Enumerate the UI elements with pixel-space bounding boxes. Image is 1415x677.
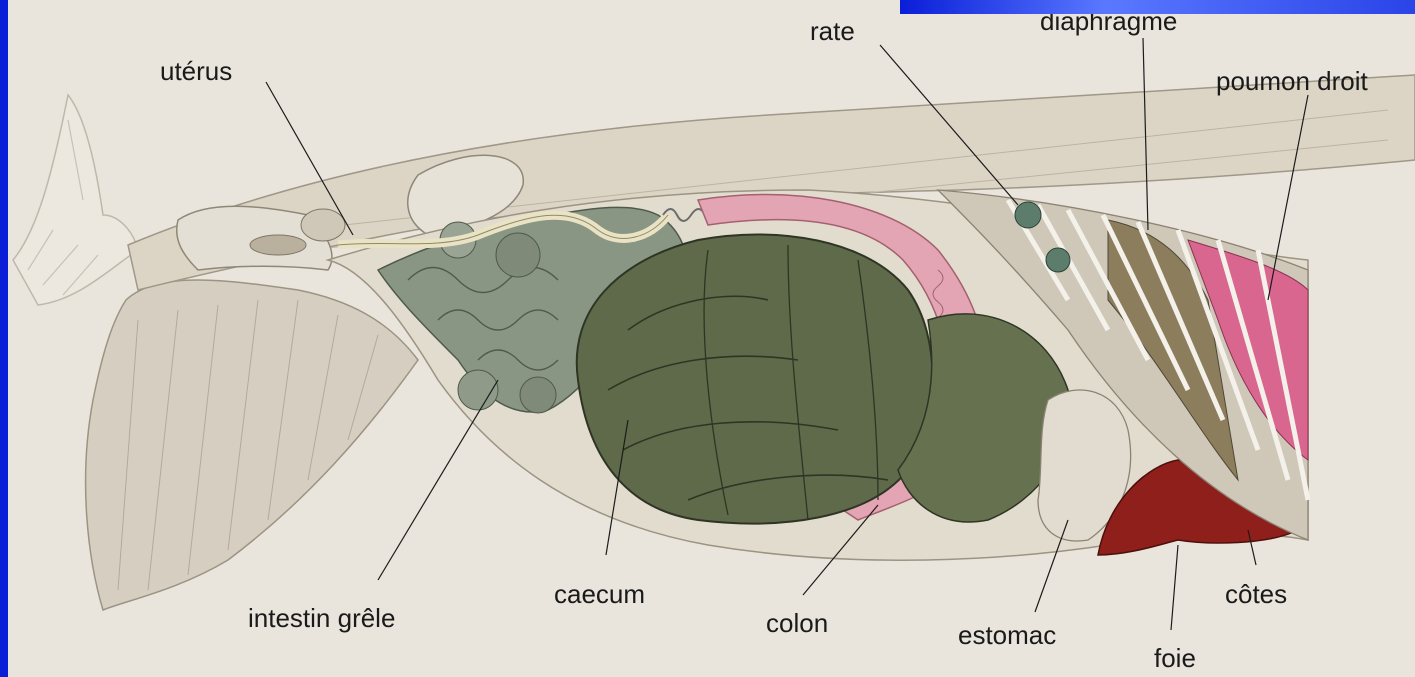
tail-fur bbox=[13, 95, 138, 305]
label-cotes: côtes bbox=[1225, 579, 1287, 609]
label-intestin-grele: intestin grêle bbox=[248, 603, 395, 633]
rabbit-abdomen-illustration: utérus rate diaphragme poumon droit inte… bbox=[8, 0, 1415, 677]
label-rate: rate bbox=[810, 16, 855, 46]
anatomy-plate: utérus rate diaphragme poumon droit inte… bbox=[8, 0, 1415, 677]
caecum-mass bbox=[577, 234, 933, 523]
label-uterus: utérus bbox=[160, 56, 232, 86]
label-colon: colon bbox=[766, 608, 828, 638]
label-estomac: estomac bbox=[958, 620, 1056, 650]
label-caecum: caecum bbox=[554, 579, 645, 609]
label-poumon-droit: poumon droit bbox=[1216, 66, 1369, 96]
hind-limb-muscles bbox=[86, 280, 418, 610]
label-diaphragme: diaphragme bbox=[1040, 6, 1177, 36]
label-foie: foie bbox=[1154, 643, 1196, 673]
